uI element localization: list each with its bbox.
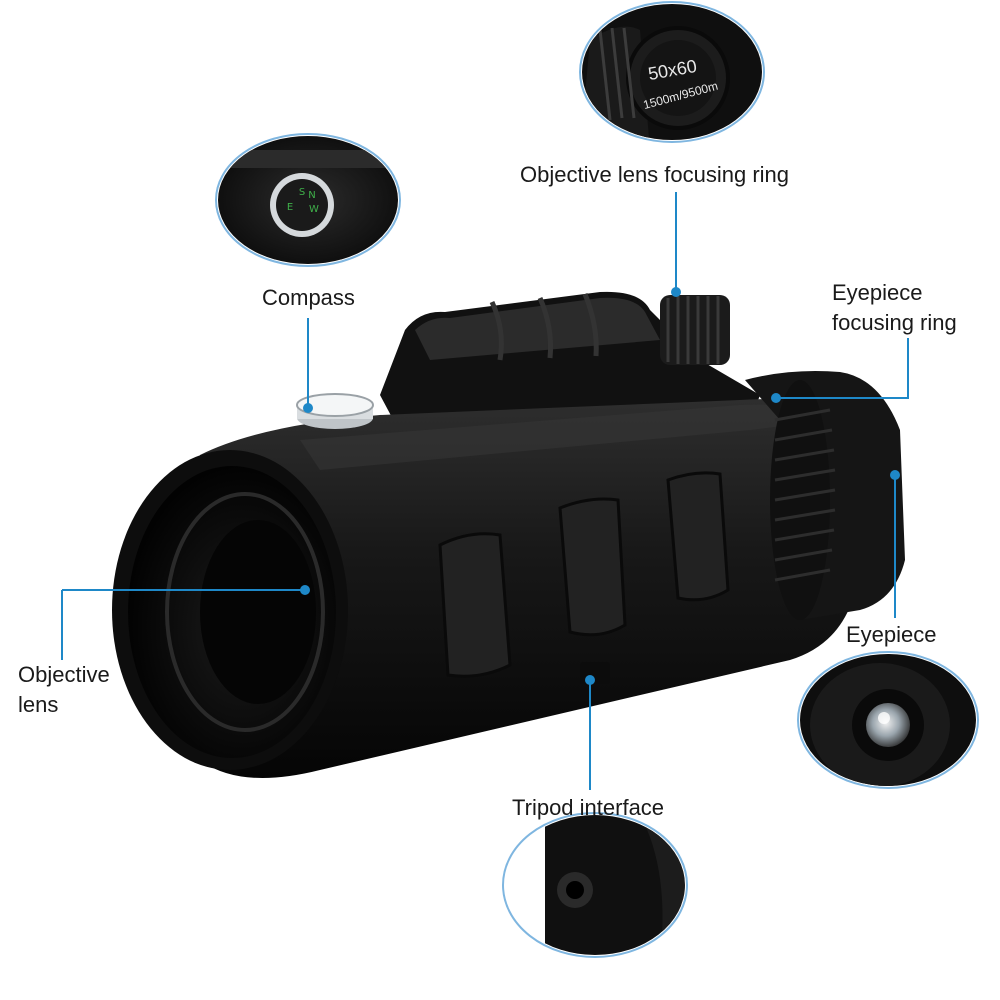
label-eyepiece-focus-line2: focusing ring (832, 310, 957, 335)
compass-n: N (308, 190, 315, 201)
label-objective-focus: Objective lens focusing ring (520, 162, 790, 187)
label-eyepiece: Eyepiece (846, 622, 937, 647)
label-compass: Compass (262, 285, 355, 310)
label-objective-lens-line2: lens (18, 692, 59, 717)
label-objective-lens: Objective lens (18, 660, 110, 720)
compass-on-body (296, 393, 374, 429)
detail-tripod (502, 812, 688, 958)
detail-objective-focus: 50x60 1500m/9500m (579, 1, 765, 143)
compass-s: S (299, 187, 305, 198)
detail-compass: N E S W (215, 133, 401, 267)
callout-dots (300, 287, 900, 685)
label-eyepiece-focus-line1: Eyepiece (832, 280, 923, 305)
compass-e: E (287, 202, 293, 213)
detail-eyepiece (797, 651, 979, 789)
label-objective-lens-line1: Objective (18, 662, 110, 687)
callout-lines (61, 192, 909, 790)
monocular-body (112, 291, 905, 778)
compass-w: W (309, 204, 319, 215)
label-eyepiece-focus: Eyepiece focusing ring (832, 278, 957, 338)
label-tripod: Tripod interface (512, 795, 665, 820)
focus-knob (660, 295, 730, 365)
